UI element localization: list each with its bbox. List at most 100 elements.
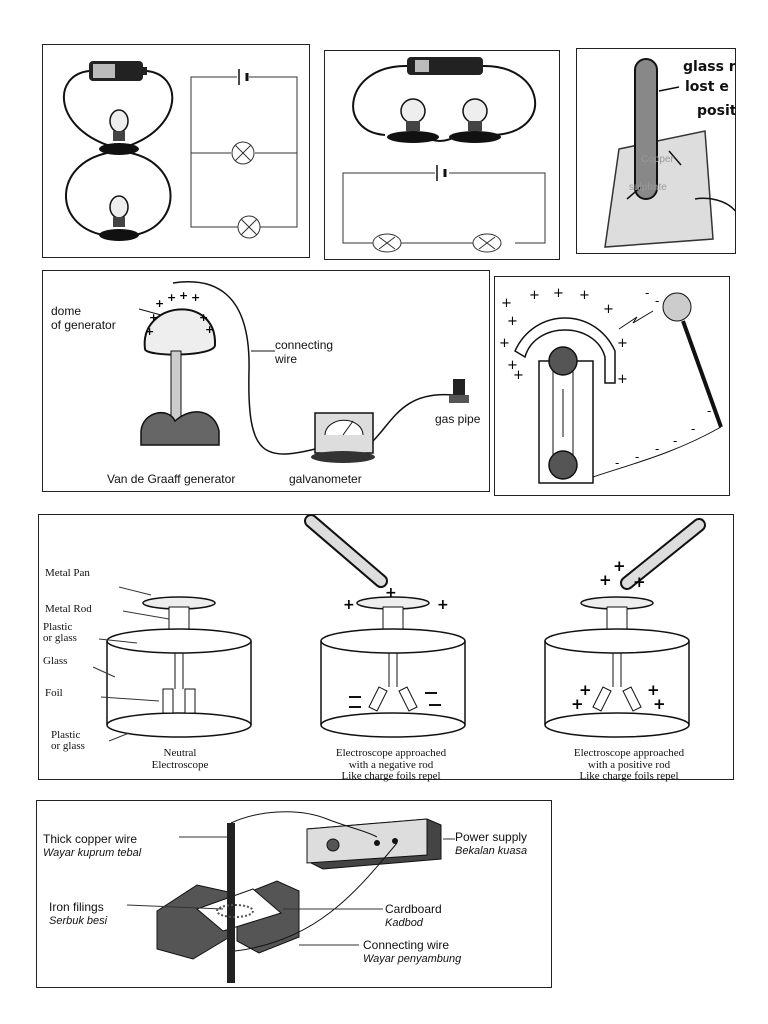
negative-electroscope: + + +: [304, 515, 466, 738]
svg-text:+: +: [145, 325, 154, 338]
part-plastic-bottom-1: Plastic: [51, 729, 81, 741]
svg-text:+: +: [191, 291, 200, 304]
generator-internals-diagram: ++++ ++++ +++ ---- ----: [499, 286, 723, 484]
series-circuit-diagram: [342, 57, 546, 253]
positive-electroscope: +++ ++++: [544, 518, 706, 738]
generator-internals-panel: ++++ ++++ +++ ---- ----: [494, 276, 730, 496]
electroscope-diagram: +++ +++ ++++: [92, 515, 706, 742]
glass-rod-shape: [634, 58, 658, 200]
upper-roller: [548, 346, 578, 376]
svg-text:+: +: [179, 289, 188, 302]
svg-text:+: +: [529, 288, 540, 303]
connecting-wire-label-ms: Wayar penyambung: [363, 953, 462, 965]
svg-text:+: +: [499, 336, 510, 351]
faint-label-2: sulphate: [629, 182, 667, 193]
part-metal-rod: Metal Rod: [45, 603, 92, 615]
positive-caption-1: Electroscope approached: [573, 747, 685, 759]
wire-label-1: connecting: [275, 338, 334, 352]
svg-text:+: +: [385, 585, 397, 601]
svg-text:-: -: [707, 404, 711, 418]
svg-text:+: +: [579, 681, 592, 699]
svg-text:+: +: [205, 323, 214, 336]
bulb-icon: [109, 195, 129, 219]
generator-label: Van de Graaff generator: [107, 472, 236, 486]
gas-pipe-label: gas pipe: [435, 412, 481, 426]
galvanometer-label: galvanometer: [289, 472, 362, 486]
magnetic-field-diagram: [126, 811, 455, 983]
gas-pipe-icon: [453, 379, 465, 399]
power-supply-label-ms: Bekalan kuasa: [455, 845, 528, 857]
lower-roller: [548, 450, 578, 480]
electroscope-panel: +++ +++ ++++: [38, 514, 734, 782]
svg-text:+: +: [507, 314, 518, 329]
svg-text:-: -: [691, 422, 695, 436]
svg-text:+: +: [647, 681, 660, 699]
bulb-icon: [109, 109, 129, 133]
dome-label-1: dome: [51, 304, 82, 318]
svg-text:-: -: [655, 294, 659, 308]
svg-text:+: +: [199, 311, 208, 324]
wire-label-2: wire: [275, 352, 298, 366]
svg-text:+: +: [603, 302, 614, 317]
cloth-shape: [604, 130, 714, 248]
svg-text:+: +: [613, 557, 626, 575]
negative-caption-2: with a negative rod: [348, 759, 434, 771]
svg-text:+: +: [501, 296, 512, 311]
svg-text:+: +: [167, 291, 176, 304]
glass-rod-panel: glass ro lost e positi Copper sulphate: [576, 48, 736, 254]
copper-wire-label-ms: Wayar kuprum tebal: [43, 847, 142, 859]
svg-text:+: +: [553, 286, 564, 301]
van-de-graaff-panel: ++++ ++++ dome of generator connecting w…: [42, 270, 490, 492]
svg-text:-: -: [673, 434, 677, 448]
cardboard-label-ms: Kadbod: [385, 917, 423, 929]
svg-text:+: +: [507, 358, 518, 373]
svg-text:+: +: [155, 297, 164, 310]
part-foil: Foil: [45, 687, 63, 699]
copper-wire-label-en: Thick copper wire: [43, 832, 138, 846]
iron-filings-label-en: Iron filings: [49, 900, 104, 914]
van-de-graaff-diagram: ++++ ++++: [138, 281, 469, 463]
neutral-caption-1: Neutral: [163, 747, 197, 759]
dome-label-2: of generator: [51, 318, 116, 332]
part-plastic-bottom-2: or glass: [51, 740, 85, 752]
part-plastic-1: Plastic: [43, 621, 73, 633]
svg-text:+: +: [437, 597, 449, 613]
iron-filings-label-ms: Serbuk besi: [49, 915, 108, 927]
svg-text:-: -: [645, 286, 649, 300]
svg-text:-: -: [635, 450, 639, 464]
neutral-electroscope: [106, 596, 252, 738]
magnetic-field-panel: Thick copper wire Wayar kuprum tebal Iro…: [36, 800, 552, 988]
bulb-icon: [400, 98, 426, 124]
svg-text:+: +: [599, 571, 612, 589]
svg-text:+: +: [513, 368, 524, 383]
negative-caption-1: Electroscope approached: [335, 747, 447, 759]
part-plastic-2: or glass: [43, 632, 77, 644]
glass-rod-diagram: [604, 58, 735, 248]
svg-text:+: +: [571, 695, 584, 713]
bulb-icon: [462, 98, 488, 124]
svg-text:+: +: [617, 336, 628, 351]
glass-rod-label-line3: positi: [697, 103, 736, 119]
power-supply-label-en: Power supply: [455, 830, 528, 844]
svg-text:-: -: [655, 442, 659, 456]
cardboard-label-en: Cardboard: [385, 902, 442, 916]
svg-text:+: +: [633, 573, 646, 591]
faint-label-1: Copper: [641, 154, 674, 165]
part-glass: Glass: [43, 655, 68, 667]
negative-caption-3: Like charge foils repel: [341, 770, 441, 782]
part-metal-pan: Metal Pan: [45, 567, 90, 579]
glass-rod-label-line1: glass ro: [683, 59, 736, 75]
neutral-caption-2: Electroscope: [151, 759, 209, 771]
svg-text:+: +: [343, 597, 355, 613]
parallel-circuit-panel: [42, 44, 310, 258]
series-circuit-panel: [324, 50, 560, 260]
svg-text:+: +: [617, 372, 628, 387]
svg-text:+: +: [653, 695, 666, 713]
generator-dome: [143, 308, 217, 356]
glass-rod-label-line2: lost e: [685, 79, 729, 95]
positive-caption-2: with a positive rod: [587, 759, 671, 771]
connecting-wire-label-en: Connecting wire: [363, 938, 450, 952]
parallel-circuit-diagram: [63, 61, 298, 241]
positive-caption-3: Like charge foils repel: [579, 770, 679, 782]
svg-text:-: -: [615, 456, 619, 470]
